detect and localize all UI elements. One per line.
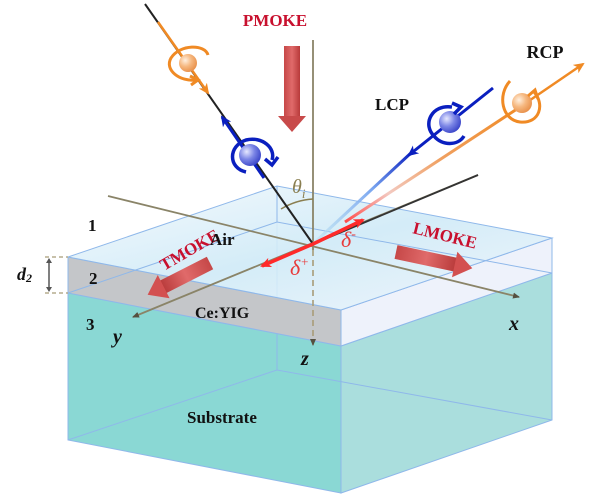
delta-plus-arrow [260, 242, 314, 268]
layer2-index: 2 [89, 269, 98, 288]
layer3-index: 3 [86, 315, 95, 334]
lcp-reflected [220, 115, 280, 179]
rcp-beam [344, 105, 521, 224]
lcp-photon-icon [439, 111, 461, 133]
layer2-name: Ce:YIG [195, 305, 250, 322]
lmoke-arrow [394, 245, 473, 278]
thickness-label: d2 [17, 264, 32, 285]
layer3-name: Substrate [187, 408, 257, 427]
delta-minus-label: δ- [341, 227, 356, 252]
rcp-outgoing [501, 62, 585, 124]
rcp-reflected-rotation-icon [167, 45, 210, 82]
delta-plus-label: δ+ [290, 254, 309, 280]
pmoke-label: PMOKE [243, 11, 307, 30]
delta-minus-arrow [312, 218, 365, 246]
substrate-hidden-edge [276, 369, 553, 421]
layer1-index: 1 [88, 216, 97, 235]
y-axis-label: y [111, 326, 122, 348]
angle-label: θi [292, 176, 306, 201]
lcp-beam [311, 150, 414, 246]
lcp-label: LCP [375, 95, 409, 114]
tmoke-arrow [147, 256, 214, 299]
pmoke-arrow [278, 46, 306, 132]
substrate-hidden-edge [67, 369, 278, 441]
incidence-angle-arc [280, 198, 314, 210]
lcp-rotation-icon [427, 105, 466, 146]
layer1-name: Air [210, 230, 235, 249]
lcp-reflected-rotation-icon [230, 137, 275, 174]
rcp-rotation-icon [501, 79, 542, 124]
lcp-reflected-photon-icon [239, 144, 261, 166]
rcp-label: RCP [527, 42, 564, 62]
rcp-reflected [156, 21, 210, 95]
thickness-marker [45, 256, 68, 294]
lcp-incident [407, 86, 494, 157]
rcp-photon-icon [512, 93, 532, 113]
rcp-reflected-photon-icon [179, 54, 197, 72]
z-axis-label: z [300, 348, 309, 370]
x-axis-label: x [508, 313, 519, 335]
